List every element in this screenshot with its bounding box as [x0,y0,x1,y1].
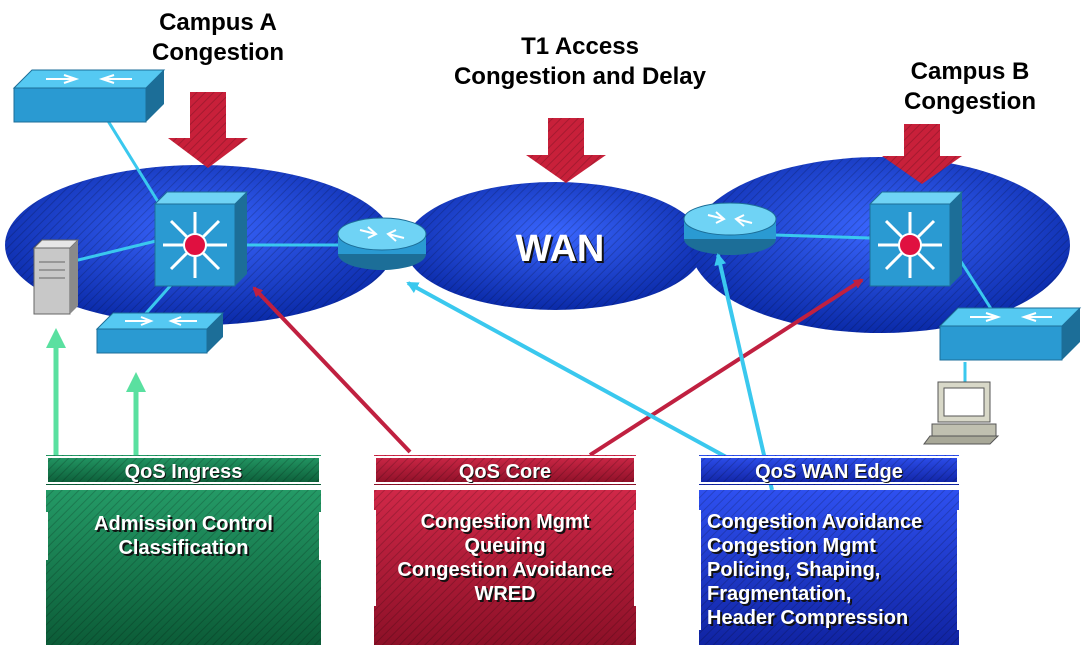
multilayer-switch-icon [153,191,249,287]
ingress-body-hatch [46,490,321,645]
wan-edge-body-hatch [699,490,959,645]
qos-ingress-line: Admission Control [94,513,273,535]
qos-wan-edge-line: Congestion Mgmt [707,535,876,557]
qos-core-body: Congestion Mgmt Queuing Congestion Avoid… [374,510,636,606]
switch-icon [938,307,1082,361]
congestion-arrow-b [882,124,962,184]
campus-b-label-line2: Congestion [904,88,1036,115]
t1-label-line1: T1 Access [521,33,639,60]
ingress-title-hatch [46,455,321,485]
router-icon [337,217,427,270]
campus-b-label-line1: Campus B [910,58,1030,85]
switch-icon [12,69,166,123]
t1-label: T1 Access Congestion and Delay [400,32,760,92]
ingress-arrows [46,328,146,455]
qos-wan-edge-line: Policing, Shaping, [707,559,881,581]
qos-wan-edge-body: Congestion Avoidance Congestion Mgmt Pol… [699,510,959,630]
router-icon [683,202,777,255]
wan-edge-title-hatch [699,455,959,485]
multilayer-switch-icon [868,191,964,287]
campus-a-label: Campus A Congestion [118,8,318,68]
qos-wan-edge-line: Fragmentation, [707,583,852,605]
server-icon [32,239,80,315]
qos-core-line: WRED [474,583,536,605]
t1-label-line2: Congestion and Delay [453,63,707,90]
wan-edge-arrows [406,253,774,491]
switch-icon [95,312,225,354]
qos-core-line: Queuing [464,535,546,557]
campus-b-label: Campus B Congestion [870,57,1070,117]
qos-wan-edge-line: Congestion Avoidance [707,511,923,533]
computer-icon [923,381,1000,445]
core-body-hatch [374,490,636,645]
qos-core-title: QoS Core [374,456,636,484]
wan-label: WAN [515,228,605,270]
congestion-arrow-t1 [526,118,606,183]
qos-ingress-line: Classification [118,537,249,559]
qos-ingress-body: Admission Control Classification [46,512,321,560]
qos-wan-edge-title: QoS WAN Edge [699,456,959,484]
qos-core-line: Congestion Mgmt [420,511,590,533]
qos-core-line: Congestion Avoidance [397,559,613,581]
qos-ingress-title: QoS Ingress [46,456,321,484]
core-title-hatch [374,455,636,485]
campus-a-label-line1: Campus A [159,9,277,36]
congestion-arrow-a [168,92,248,168]
core-arrows [252,278,864,457]
campus-a-label-line2: Congestion [152,39,284,66]
qos-wan-edge-line: Header Compression [707,607,909,629]
wan-cloud-hatch [405,182,705,310]
